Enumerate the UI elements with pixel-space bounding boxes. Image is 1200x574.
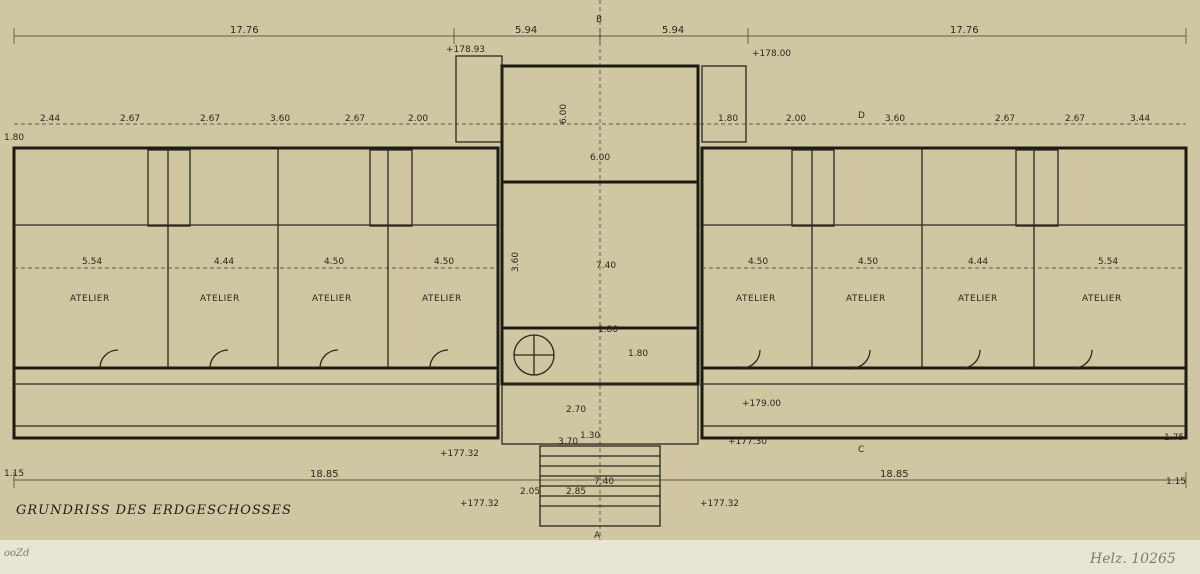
dim-room-2: 2.67 bbox=[120, 114, 140, 124]
atelier-label-7: ATELIER bbox=[958, 294, 998, 304]
dim-room-4: 3.60 bbox=[270, 114, 290, 124]
spot-height-5: +179.00 bbox=[742, 399, 781, 409]
left-wing-walls bbox=[12, 146, 500, 440]
atelier-label-5: ATELIER bbox=[736, 294, 776, 304]
dim-steps-left: 2.05 bbox=[520, 487, 540, 497]
spot-height-3: +177.32 bbox=[440, 449, 479, 459]
right-wing-walls bbox=[700, 146, 1188, 440]
dim-bottom-right: 18.85 bbox=[880, 469, 909, 480]
corner-mark: ooZd bbox=[4, 548, 29, 559]
dim-landing-1: 1.80 bbox=[598, 325, 618, 335]
dim-atelier-7: 4.44 bbox=[968, 257, 988, 267]
side-label-right: 1.75 bbox=[1164, 433, 1184, 443]
archive-mark: Helz. 10265 bbox=[1089, 551, 1176, 567]
dim-entrance-width: 3.70 bbox=[558, 437, 578, 447]
dim-top-center-right: 5.94 bbox=[662, 25, 684, 36]
side-label-top-left: 1.80 bbox=[4, 133, 24, 143]
atelier-dimension-chain: 5.54 4.44 4.50 4.50 4.50 4.50 4.44 5.54 bbox=[14, 257, 1186, 269]
side-label-bottom-right: 1.15 bbox=[1166, 477, 1186, 487]
dim-atelier-4: 4.50 bbox=[434, 257, 454, 267]
section-mark-c: C bbox=[858, 445, 864, 455]
atelier-label-2: ATELIER bbox=[200, 294, 240, 304]
atelier-labels: ATELIER ATELIER ATELIER ATELIER ATELIER … bbox=[70, 294, 1122, 304]
dim-landing-2: 1.80 bbox=[628, 349, 648, 359]
room-dimension-chain: 2.44 2.67 2.67 3.60 2.67 2.00 1.80 2.00 … bbox=[14, 114, 1186, 125]
dim-room-11: 2.67 bbox=[1065, 114, 1085, 124]
dim-atelier-2: 4.44 bbox=[214, 257, 234, 267]
spot-height-7: +177.32 bbox=[700, 499, 739, 509]
spot-height-6: +177.32 bbox=[460, 499, 499, 509]
spot-heights: +178.93 +178.00 +177.32 +177.30 +179.00 … bbox=[440, 45, 791, 509]
atelier-label-4: ATELIER bbox=[422, 294, 462, 304]
dim-top-right: 17.76 bbox=[950, 25, 979, 36]
dim-top-center-left: 5.94 bbox=[515, 25, 537, 36]
central-stair-block: 7.40 6.00 6.00 3.60 1.80 1.80 2.70 bbox=[455, 55, 747, 445]
dim-vestibule: 2.70 bbox=[566, 405, 586, 415]
section-mark-d: D bbox=[858, 111, 865, 121]
dim-top-left: 17.76 bbox=[230, 25, 259, 36]
dim-stair-hall: 6.00 bbox=[590, 153, 610, 163]
washroom-blocks bbox=[147, 149, 1059, 227]
dim-bottom-left: 18.85 bbox=[310, 469, 339, 480]
atelier-label-6: ATELIER bbox=[846, 294, 886, 304]
dim-stair-width: 7.40 bbox=[596, 261, 616, 271]
spot-height-4: +177.30 bbox=[728, 437, 767, 447]
section-mark-b: B bbox=[596, 15, 602, 25]
spot-height-2: +178.00 bbox=[752, 49, 791, 59]
dim-atelier-1: 5.54 bbox=[82, 257, 102, 267]
dim-room-7: 1.80 bbox=[718, 114, 738, 124]
dim-atelier-8: 5.54 bbox=[1098, 257, 1118, 267]
entrance-steps: 3.70 7.40 2.05 2.85 1.30 bbox=[520, 431, 661, 527]
dim-atelier-6: 4.50 bbox=[858, 257, 878, 267]
dim-room-9: 3.60 bbox=[885, 114, 905, 124]
bottom-dimension-chain: 18.85 18.85 bbox=[13, 469, 1187, 488]
dim-room-6: 2.00 bbox=[408, 114, 428, 124]
dim-room-12: 3.44 bbox=[1130, 114, 1150, 124]
atelier-label-3: ATELIER bbox=[312, 294, 352, 304]
dim-steps-width: 7.40 bbox=[594, 477, 614, 487]
drawing-title: GRUNDRISS DES ERDGESCHOSSES bbox=[16, 503, 292, 518]
dim-room-1: 2.44 bbox=[40, 114, 60, 124]
dim-room-5: 2.67 bbox=[345, 114, 365, 124]
dim-atelier-5: 4.50 bbox=[748, 257, 768, 267]
dim-steps-mid: 2.85 bbox=[566, 487, 586, 497]
dim-room-8: 2.00 bbox=[786, 114, 806, 124]
atelier-label-1: ATELIER bbox=[70, 294, 110, 304]
dim-room-10: 2.67 bbox=[995, 114, 1015, 124]
spot-height-1: +178.93 bbox=[446, 45, 485, 55]
dim-atelier-3: 4.50 bbox=[324, 257, 344, 267]
dim-stair-side: 3.60 bbox=[511, 252, 521, 272]
side-label-bottom-left: 1.15 bbox=[4, 469, 24, 479]
door-swings bbox=[99, 349, 1093, 369]
section-mark-a: A bbox=[594, 531, 601, 541]
atelier-label-8: ATELIER bbox=[1082, 294, 1122, 304]
dim-room-3: 2.67 bbox=[200, 114, 220, 124]
dim-entrance-step: 1.30 bbox=[580, 431, 600, 441]
dim-stair-depth: 6.00 bbox=[559, 104, 569, 124]
